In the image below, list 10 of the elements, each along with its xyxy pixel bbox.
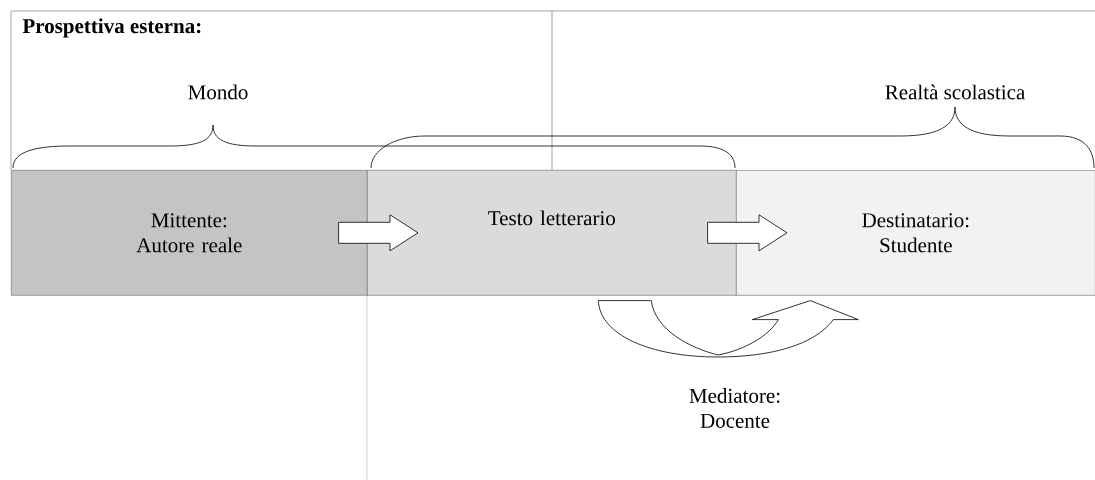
title: Prospettiva esterna: xyxy=(22,18,201,38)
process-box: Destinatario: Studente xyxy=(736,170,1095,296)
brace-label: Mondo xyxy=(188,84,248,100)
process-box: Testo letterario xyxy=(367,170,737,296)
brace-label: Realtà scolastica xyxy=(885,84,1025,100)
process-box: Mittente: Autore reale xyxy=(11,170,368,296)
curved-arrow xyxy=(597,300,859,358)
block-arrow xyxy=(707,214,788,252)
edge-label: Mediatore: Docente xyxy=(689,388,780,428)
block-arrow xyxy=(338,214,419,252)
